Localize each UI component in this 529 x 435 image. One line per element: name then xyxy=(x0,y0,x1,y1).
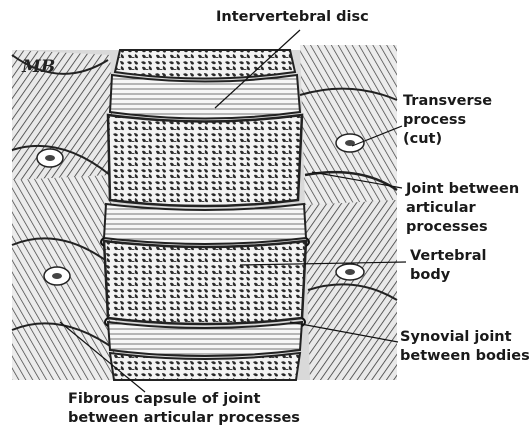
label-line: Synovial joint xyxy=(400,328,529,347)
label-vertebral-body: Vertebral body xyxy=(410,247,486,285)
label-intervertebral-disc: Intervertebral disc xyxy=(216,8,369,27)
label-line: Fibrous capsule of joint xyxy=(68,390,300,409)
vertebral-body-middle xyxy=(104,241,306,324)
label-line: Joint between xyxy=(406,180,519,199)
right-articular-column xyxy=(300,45,397,380)
vertebral-body-upper xyxy=(108,115,302,206)
left-articular-column xyxy=(12,50,118,380)
label-line: (cut) xyxy=(403,130,492,149)
label-fibrous-capsule: Fibrous capsule of joint between articul… xyxy=(68,390,300,428)
intervertebral-disc-upper xyxy=(110,75,300,119)
label-line: body xyxy=(410,266,486,285)
label-joint-between-articular-processes: Joint between articular processes xyxy=(406,180,519,237)
label-line: between bodies xyxy=(400,347,529,366)
label-line: articular xyxy=(406,199,519,218)
label-transverse-process: Transverse process (cut) xyxy=(403,92,492,149)
label-line: Vertebral xyxy=(410,247,486,266)
artist-signature: MB xyxy=(21,57,55,77)
label-line: process xyxy=(403,111,492,130)
intervertebral-disc-middle xyxy=(104,204,306,244)
label-line: between articular processes xyxy=(68,409,300,428)
label-intervertebral-disc-text: Intervertebral disc xyxy=(216,8,369,27)
vertebral-column-center xyxy=(101,50,309,380)
label-synovial-joint: Synovial joint between bodies xyxy=(400,328,529,366)
label-line: Transverse xyxy=(403,92,492,111)
label-line: processes xyxy=(406,218,519,237)
intervertebral-disc-lower xyxy=(108,322,302,356)
